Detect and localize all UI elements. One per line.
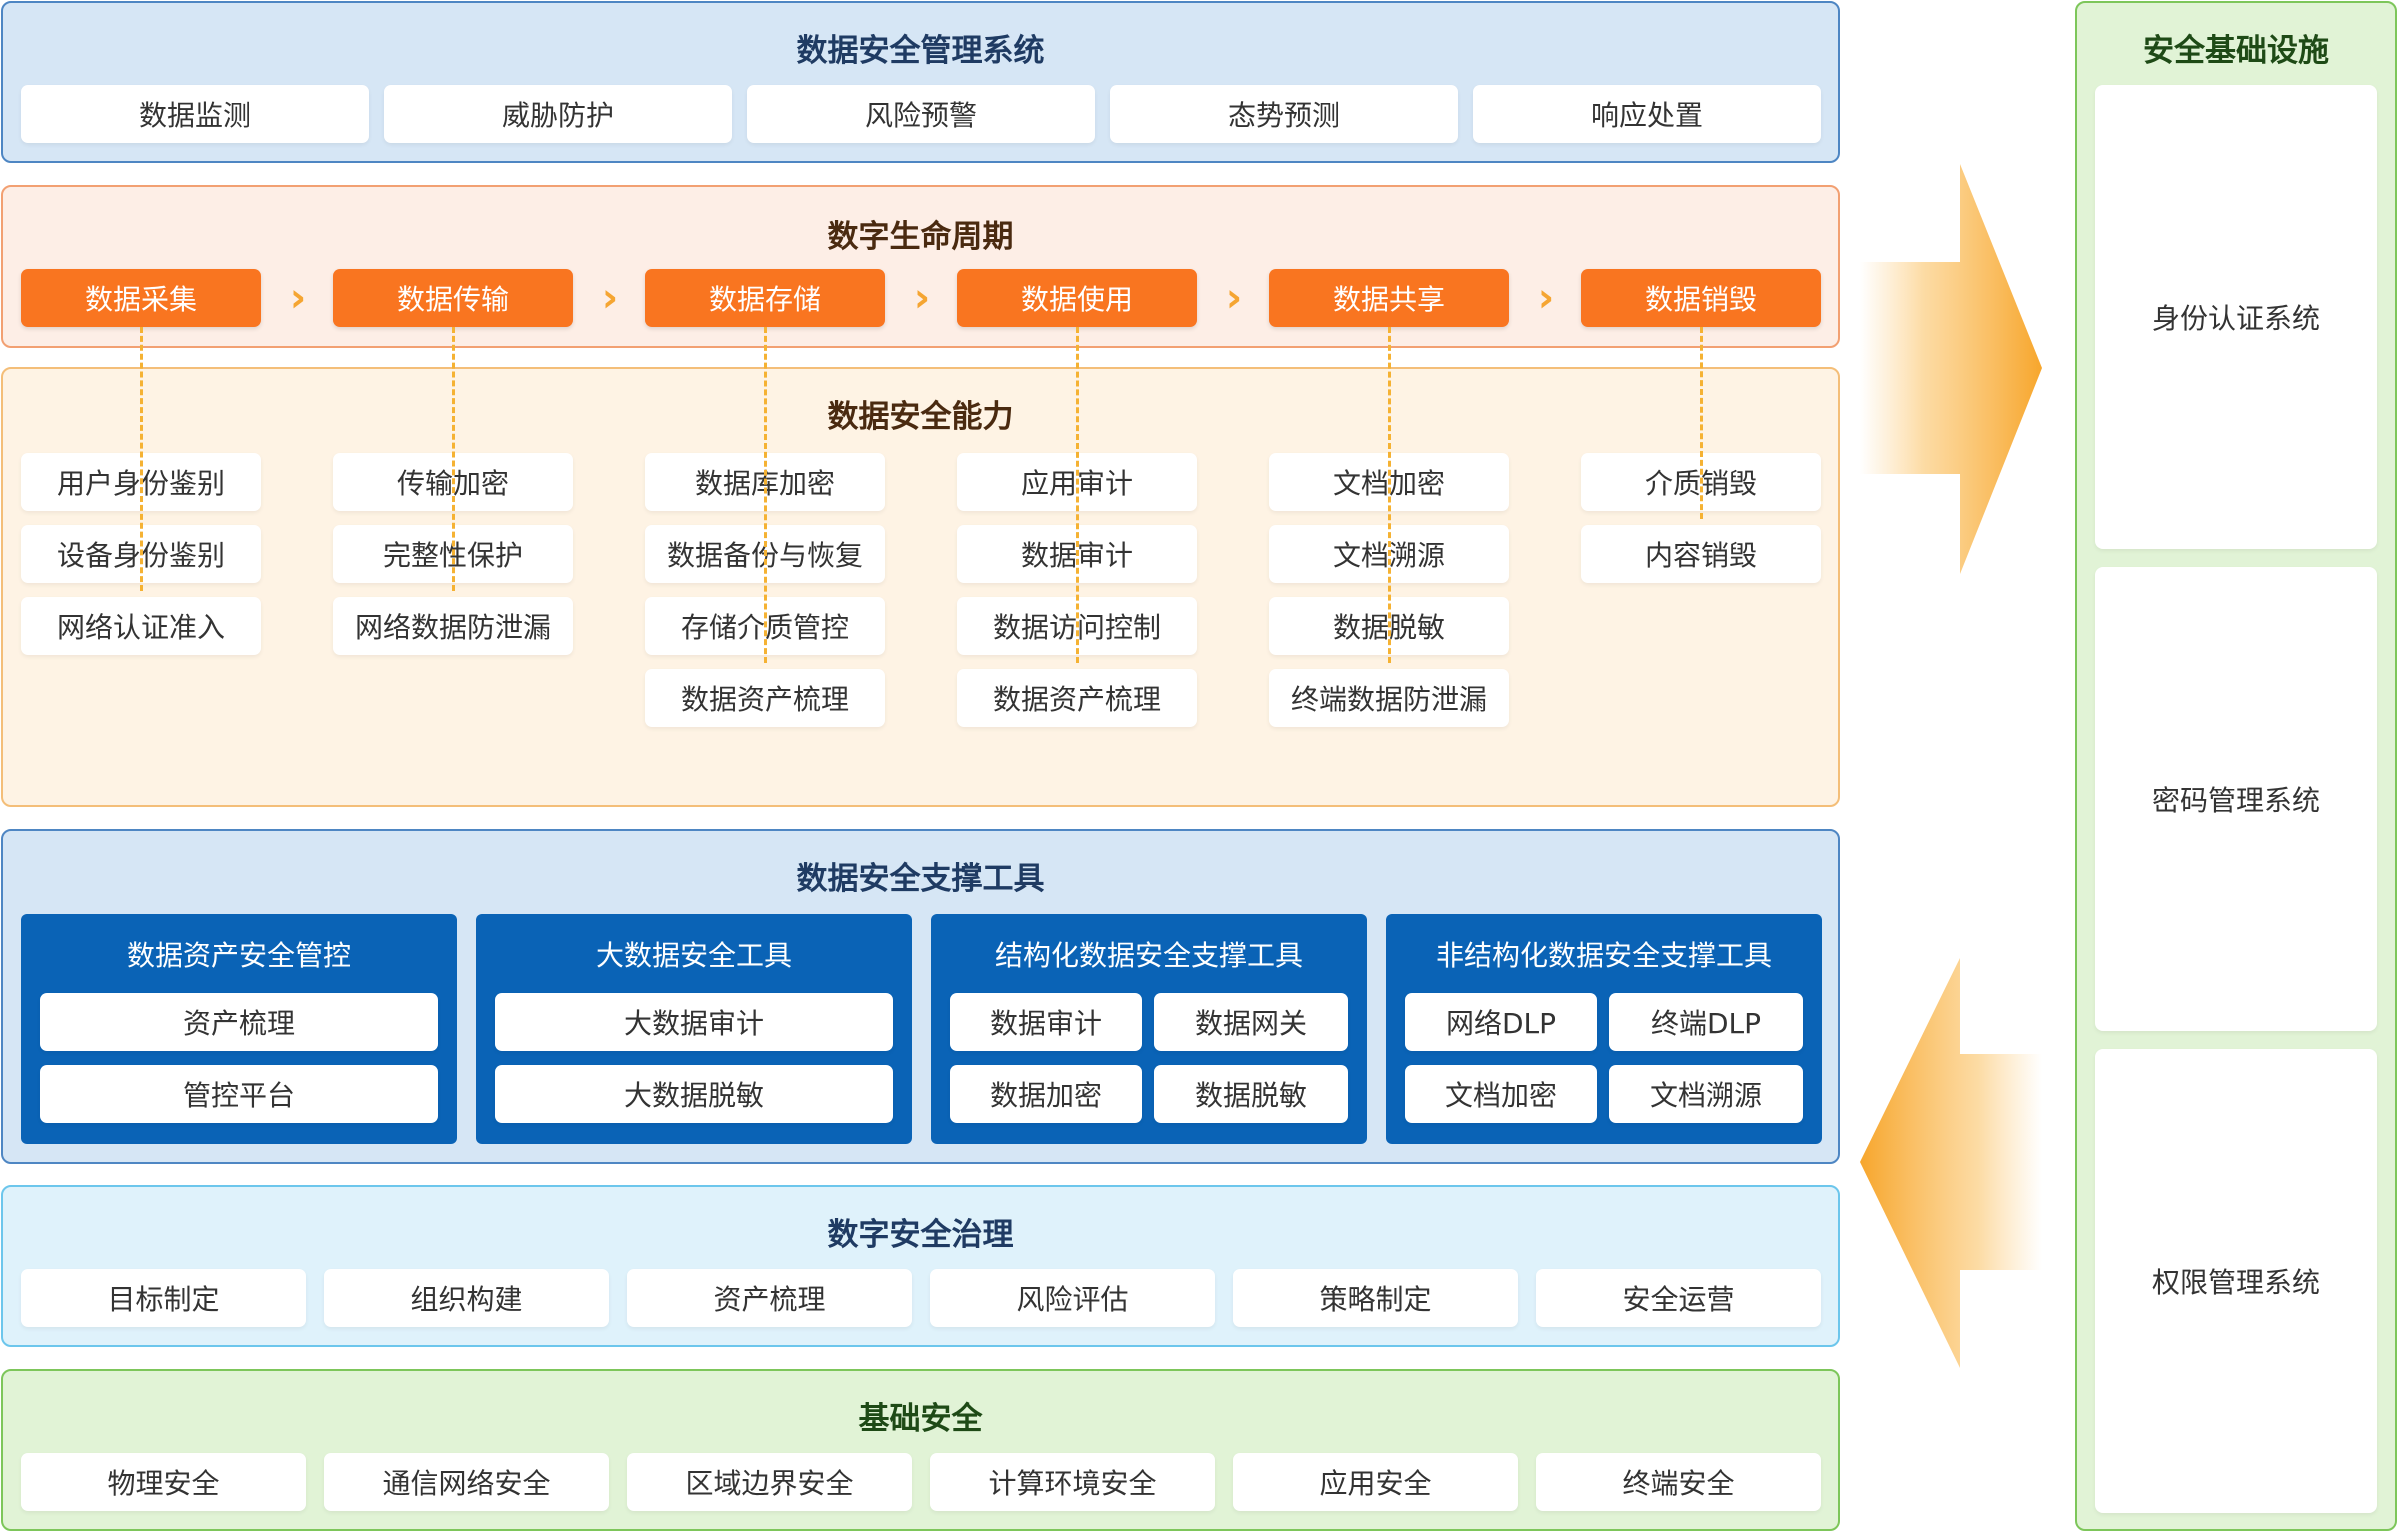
governance-section: 数字安全治理 目标制定 组织构建 资产梳理 风险评估 策略制定 安全运营: [1, 1185, 1840, 1347]
foundation-item: 终端安全: [1536, 1453, 1821, 1511]
tool-item: 网络DLP: [1405, 993, 1597, 1051]
tool-item: 数据审计: [950, 993, 1142, 1051]
capability-item: 内容销毁: [1581, 525, 1821, 583]
chevron-right-icon: ›: [1225, 275, 1243, 321]
tool-item: 文档溯源: [1609, 1065, 1803, 1123]
tool-item: 数据加密: [950, 1065, 1142, 1123]
foundation-item: 通信网络安全: [324, 1453, 609, 1511]
capability-section: 数据安全能力 用户身份鉴别 设备身份鉴别 网络认证准入 传输加密 完整性保护 网…: [1, 367, 1840, 807]
tool-item: 大数据脱敏: [495, 1065, 893, 1123]
infrastructure-item: 权限管理系统: [2095, 1049, 2377, 1513]
chevron-right-icon: ›: [913, 275, 931, 321]
tools-section: 数据安全支撑工具 数据资产安全管控 资产梳理 管控平台 大数据安全工具 大数据审…: [1, 829, 1840, 1164]
infrastructure-item: 密码管理系统: [2095, 567, 2377, 1031]
big-arrow-left-icon: [1860, 958, 2042, 1368]
chevron-right-icon: ›: [289, 275, 307, 321]
lifecycle-section: 数字生命周期 数据采集 › 数据传输 › 数据存储 › 数据使用 › 数据共享 …: [1, 185, 1840, 348]
tool-item: 文档加密: [1405, 1065, 1597, 1123]
chevron-right-icon: ›: [601, 275, 619, 321]
tools-title: 数据安全支撑工具: [796, 861, 1045, 897]
governance-title: 数字安全治理: [827, 1217, 1014, 1253]
foundation-section: 基础安全 物理安全 通信网络安全 区域边界安全 计算环境安全 应用安全 终端安全: [1, 1369, 1840, 1531]
lifecycle-stage: 数据使用: [957, 269, 1197, 327]
dashed-connector: [1076, 327, 1079, 663]
governance-item: 安全运营: [1536, 1269, 1821, 1327]
tool-group-title: 非结构化数据安全支撑工具: [1435, 939, 1772, 972]
management-section: 数据安全管理系统 数据监测 威胁防护 风险预警 态势预测 响应处置: [1, 1, 1840, 163]
governance-item: 策略制定: [1233, 1269, 1518, 1327]
management-item: 威胁防护: [384, 85, 732, 143]
governance-item: 资产梳理: [627, 1269, 912, 1327]
lifecycle-stage: 数据采集: [21, 269, 261, 327]
lifecycle-stage: 数据销毁: [1581, 269, 1821, 327]
tool-group-structured: 结构化数据安全支撑工具 数据审计 数据网关 数据加密 数据脱敏: [931, 914, 1367, 1144]
tool-group-bigdata: 大数据安全工具 大数据审计 大数据脱敏: [476, 914, 912, 1144]
lifecycle-stage: 数据存储: [645, 269, 885, 327]
dashed-connector: [764, 327, 767, 663]
tool-group-unstructured: 非结构化数据安全支撑工具 网络DLP 终端DLP 文档加密 文档溯源: [1386, 914, 1822, 1144]
foundation-item: 区域边界安全: [627, 1453, 912, 1511]
chevron-right-icon: ›: [1537, 275, 1555, 321]
lifecycle-title: 数字生命周期: [827, 219, 1014, 255]
lifecycle-stage: 数据传输: [333, 269, 573, 327]
flow-arrows: [1860, 164, 2042, 1368]
tool-group-title: 数据资产安全管控: [126, 939, 351, 972]
dashed-connector: [1700, 327, 1703, 519]
tool-item: 终端DLP: [1609, 993, 1803, 1051]
foundation-item: 物理安全: [21, 1453, 306, 1511]
big-arrow-right-icon: [1860, 164, 2042, 574]
tool-group-title: 大数据安全工具: [595, 939, 792, 972]
infrastructure-section: 安全基础设施 身份认证系统 密码管理系统 权限管理系统: [2075, 1, 2397, 1531]
infrastructure-item: 身份认证系统: [2095, 85, 2377, 549]
capability-item: 终端数据防泄漏: [1269, 669, 1509, 727]
tool-item: 管控平台: [40, 1065, 438, 1123]
tool-item: 大数据审计: [495, 993, 893, 1051]
capability-item: 数据资产梳理: [957, 669, 1197, 727]
foundation-item: 计算环境安全: [930, 1453, 1215, 1511]
tool-group-title: 结构化数据安全支撑工具: [994, 939, 1303, 972]
tool-item: 数据脱敏: [1154, 1065, 1348, 1123]
foundation-item: 应用安全: [1233, 1453, 1518, 1511]
lifecycle-stage: 数据共享: [1269, 269, 1509, 327]
tool-group-asset: 数据资产安全管控 资产梳理 管控平台: [21, 914, 457, 1144]
governance-item: 目标制定: [21, 1269, 306, 1327]
management-item: 数据监测: [21, 85, 369, 143]
dashed-connector: [1388, 327, 1391, 663]
tool-item: 数据网关: [1154, 993, 1348, 1051]
capability-item: 网络认证准入: [21, 597, 261, 655]
foundation-title: 基础安全: [858, 1401, 983, 1437]
management-title: 数据安全管理系统: [796, 33, 1045, 69]
management-item: 响应处置: [1473, 85, 1821, 143]
governance-item: 风险评估: [930, 1269, 1215, 1327]
tool-item: 资产梳理: [40, 993, 438, 1051]
capability-item: 数据资产梳理: [645, 669, 885, 727]
management-item: 风险预警: [747, 85, 1095, 143]
capability-item: 网络数据防泄漏: [333, 597, 573, 655]
capability-title: 数据安全能力: [827, 399, 1014, 435]
dashed-connector: [452, 327, 455, 591]
infrastructure-title: 安全基础设施: [2143, 33, 2329, 69]
management-item: 态势预测: [1110, 85, 1458, 143]
governance-item: 组织构建: [324, 1269, 609, 1327]
dashed-connector: [140, 327, 143, 591]
